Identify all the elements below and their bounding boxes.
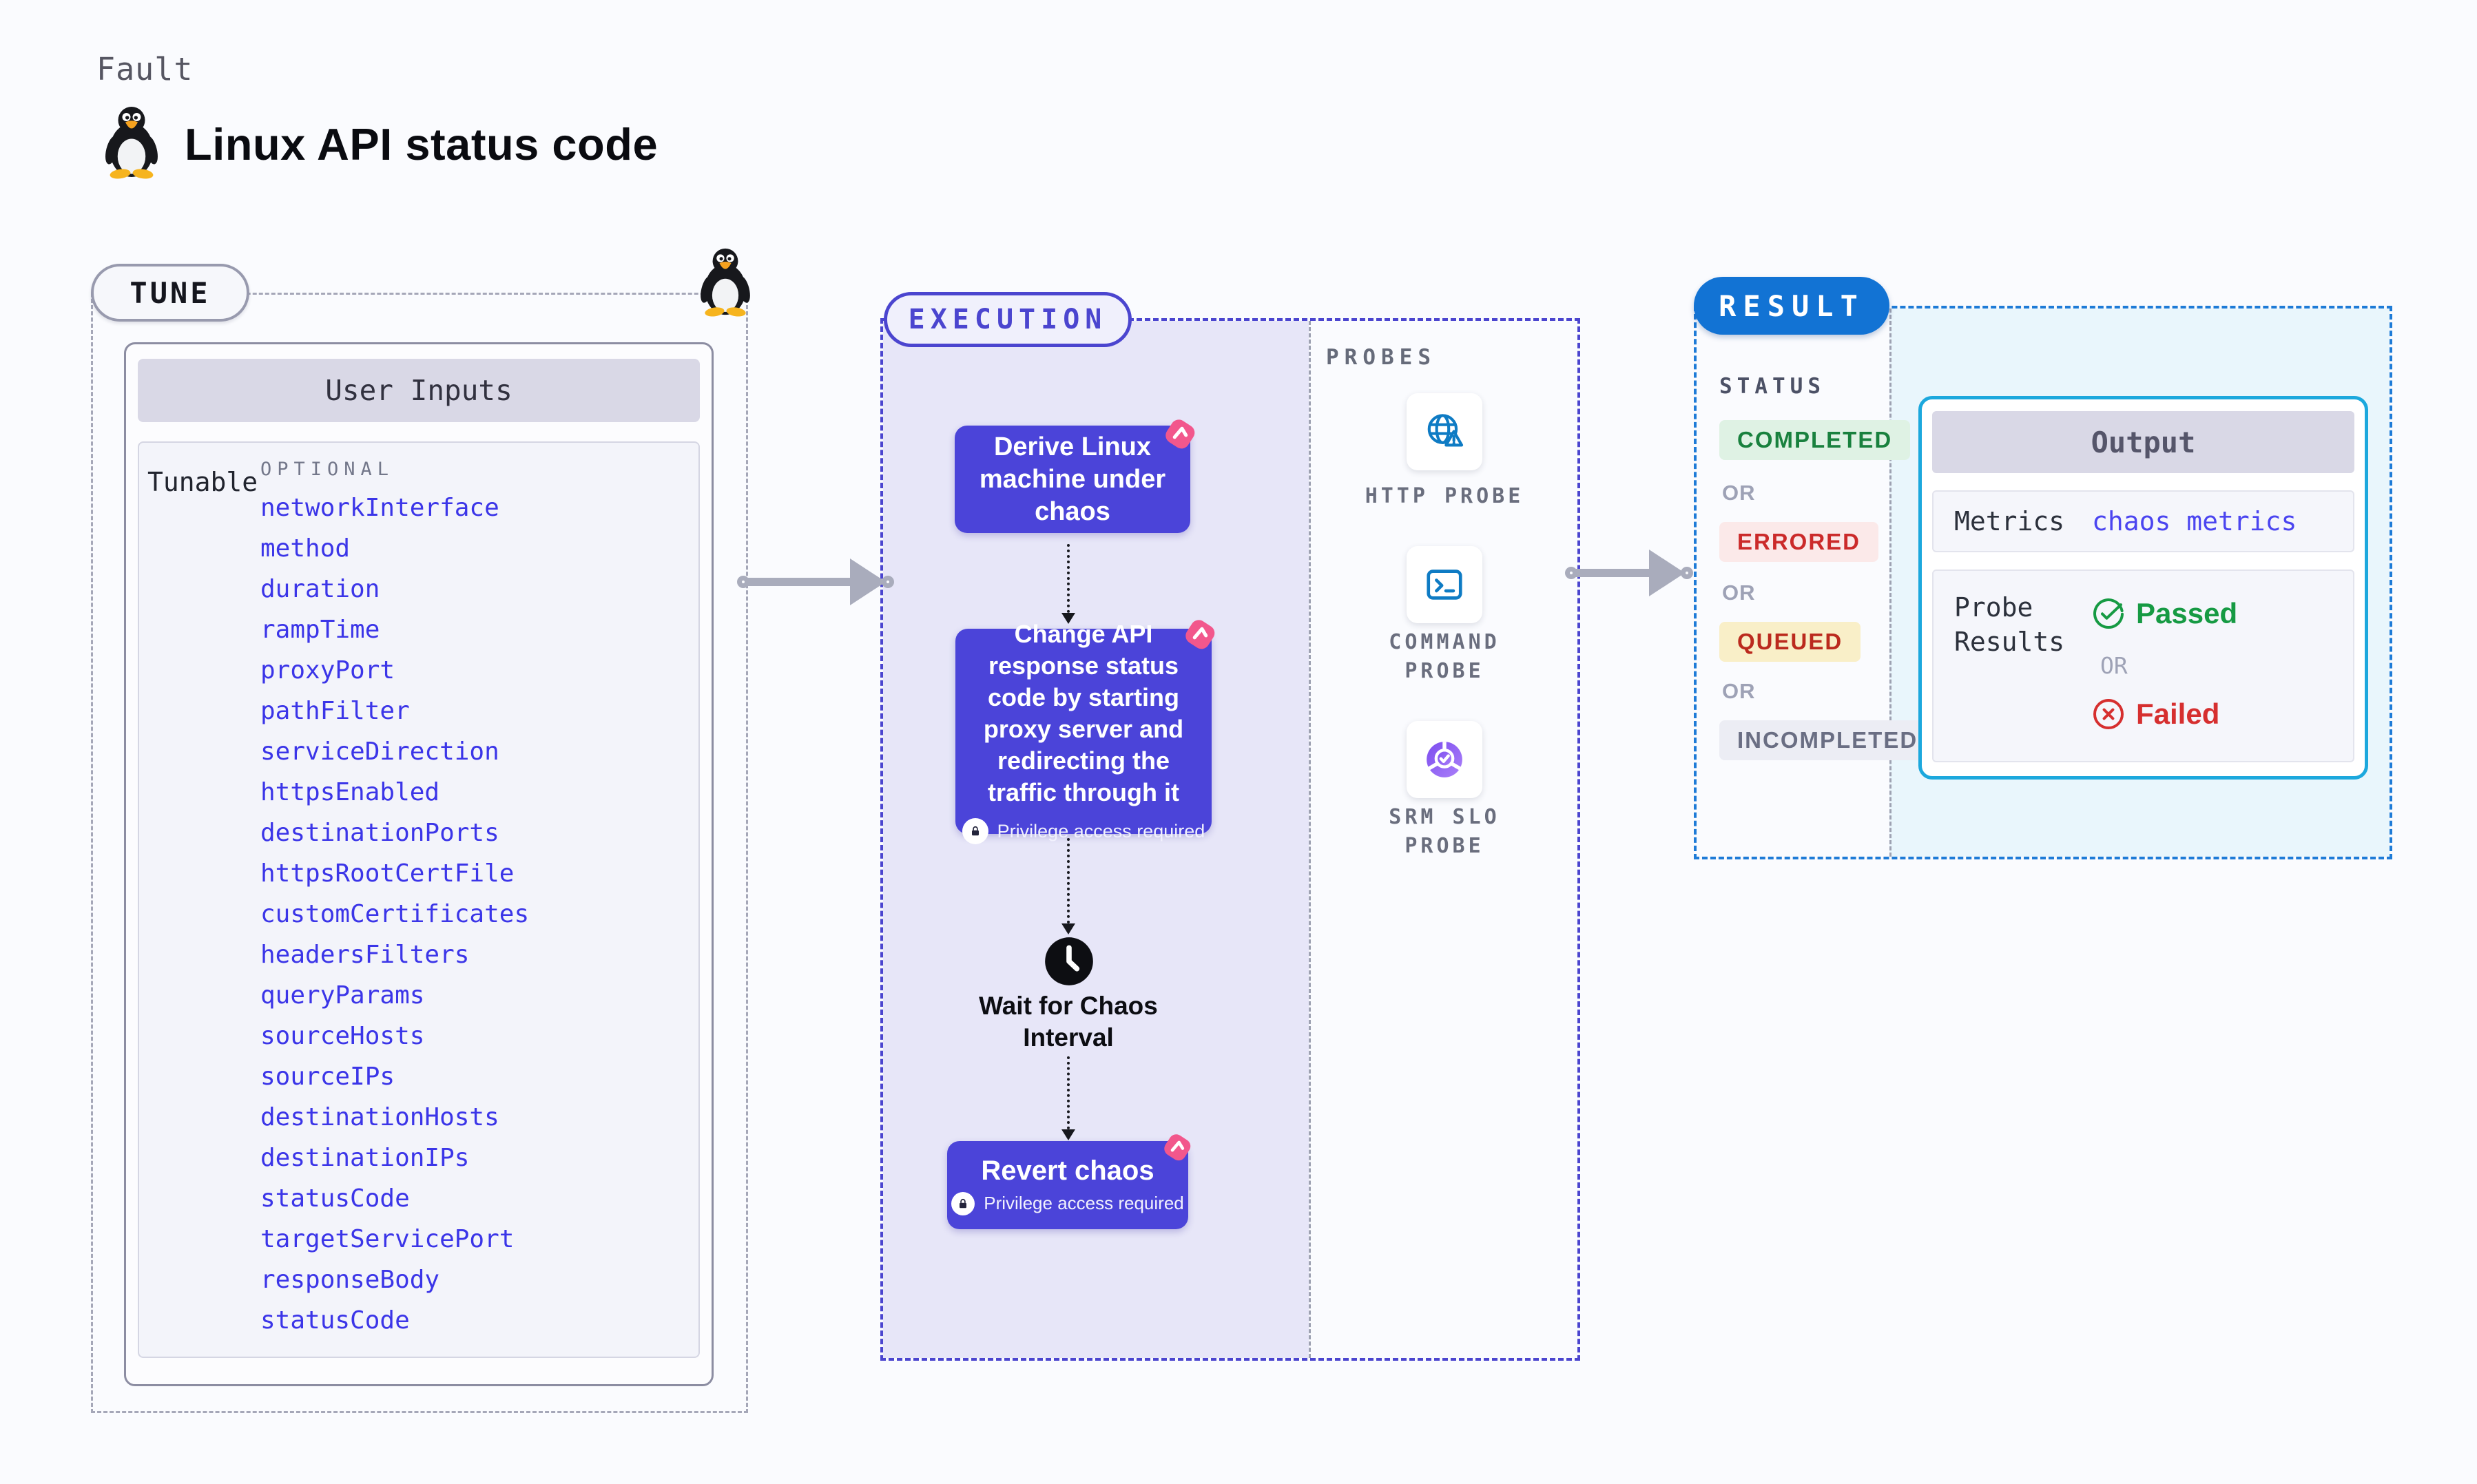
or-separator: OR [1722, 481, 1756, 505]
tunable-label: Tunable [147, 467, 258, 497]
connector-ring [1565, 567, 1577, 579]
probes-heading: PROBES [1326, 345, 1436, 370]
tux-penguin-icon [696, 247, 755, 317]
metrics-label: Metrics [1954, 506, 2065, 536]
x-circle-icon [2093, 699, 2124, 729]
connector-ring [882, 576, 894, 588]
execution-to-result-arrow [1565, 550, 1693, 596]
arrowhead-icon [1649, 550, 1685, 596]
tune-badge: TUNE [91, 264, 249, 322]
tunable-item: destinationHosts [260, 1103, 499, 1131]
probe-results-box: Probe Results Passed OR Failed [1932, 569, 2354, 762]
optional-label: OPTIONAL [260, 459, 395, 480]
tunable-item: httpsRootCertFile [260, 859, 515, 888]
status-badge-incompleted: INCOMPLETED [1719, 720, 1936, 760]
lock-icon [951, 1191, 975, 1215]
tune-to-execution-arrow [737, 558, 894, 605]
http-probe-card [1407, 393, 1482, 470]
step-label: Derive Linux machine under chaos [979, 432, 1166, 526]
tunable-item: serviceDirection [260, 738, 499, 766]
wait-for-chaos-label: Wait for Chaos Interval [979, 992, 1158, 1052]
tunable-item: sourceIPs [260, 1063, 395, 1091]
tunable-item: queryParams [260, 981, 425, 1010]
status-badge-completed: COMPLETED [1719, 420, 1911, 460]
arrowhead-icon [850, 558, 886, 605]
tunable-item: rampTime [260, 616, 380, 644]
flow-dotted-line [1067, 838, 1070, 923]
passed-label: Passed [2136, 597, 2238, 629]
slo-donut-check-icon [1427, 742, 1462, 777]
tux-penguin-icon [101, 105, 163, 179]
tunable-item: sourceHosts [260, 1022, 425, 1050]
privilege-label: Privilege access required [997, 820, 1205, 842]
privilege-row: Privilege access required [962, 818, 1205, 844]
lock-icon [962, 818, 988, 844]
step-label: Change API response status code by start… [983, 620, 1184, 806]
status-badge-queued: QUEUED [1719, 622, 1861, 662]
connector-ring [1681, 567, 1693, 579]
flow-arrowhead-icon [1061, 1129, 1075, 1140]
tunable-item: destinationIPs [260, 1144, 470, 1172]
failed-label: Failed [2136, 698, 2220, 730]
execution-badge: EXECUTION [884, 292, 1132, 347]
probe-passed-row: Passed [2092, 597, 2237, 630]
chaos-flag-icon [1159, 412, 1201, 454]
step-label: Revert chaos [981, 1155, 1154, 1186]
tunable-item: statusCode [260, 1184, 410, 1213]
tunable-item: statusCode [260, 1306, 410, 1335]
connector-bar [746, 578, 853, 586]
tunable-item: proxyPort [260, 656, 395, 684]
step-revert-chaos: Revert chaos Privilege access required [947, 1134, 1191, 1229]
or-separator: OR [1722, 581, 1756, 605]
tunable-item: targetServicePort [260, 1225, 515, 1253]
result-badge: RESULT [1694, 277, 1889, 335]
fault-kicker: Fault [96, 51, 194, 87]
tunable-item: headersFilters [260, 941, 470, 969]
clock-icon [1043, 935, 1095, 987]
flow-dotted-line [1067, 544, 1070, 613]
tunable-item: destinationPorts [260, 819, 499, 847]
flow-dotted-line [1067, 1056, 1070, 1129]
metrics-row: Metrics chaos metrics [1932, 490, 2354, 552]
http-probe-label: HTTP PROBE [1365, 484, 1524, 508]
tunables-list: networkInterface method duration rampTim… [260, 488, 687, 1341]
chaos-flag-icon [1179, 612, 1221, 655]
command-probe-label: COMMAND PROBE [1389, 630, 1500, 683]
privilege-row: Privilege access required [951, 1191, 1184, 1215]
tunable-item: method [260, 534, 351, 563]
connector-bar [1574, 569, 1652, 577]
probe-failed-row: Failed [2092, 698, 2219, 731]
flow-arrowhead-icon [1061, 923, 1075, 934]
terminal-icon [1427, 569, 1462, 600]
tunable-item: pathFilter [260, 697, 410, 725]
or-separator: OR [2100, 652, 2128, 679]
tunable-item: httpsEnabled [260, 778, 440, 806]
privilege-label: Privilege access required [984, 1193, 1184, 1213]
flow-arrowhead-icon [1061, 613, 1075, 624]
srm-slo-probe-label: SRM SLO PROBE [1389, 805, 1500, 858]
tunables-panel [138, 441, 700, 1358]
step-derive-machine: Derive Linux machine under chaos [955, 419, 1195, 533]
tunable-item: networkInterface [260, 494, 499, 522]
tunable-item: responseBody [260, 1266, 440, 1294]
globe-warning-icon [1427, 414, 1464, 447]
metrics-value-link: chaos metrics [2092, 506, 2297, 536]
status-badge-errored: ERRORED [1719, 522, 1879, 562]
tune-section [91, 293, 748, 1413]
chaos-flag-icon [1158, 1127, 1196, 1166]
page-title: Linux API status code [185, 119, 659, 169]
check-circle-icon [2093, 598, 2124, 629]
tunable-item: duration [260, 575, 380, 603]
command-probe-card [1407, 546, 1482, 623]
srm-slo-probe-card [1407, 721, 1482, 798]
output-header: Output [1932, 411, 2354, 473]
status-heading: STATUS [1719, 374, 1825, 399]
tunable-item: customCertificates [260, 900, 530, 928]
connector-ring [737, 576, 749, 588]
execution-probes-divider [1309, 321, 1311, 1358]
user-inputs-header: User Inputs [138, 359, 700, 422]
or-separator: OR [1722, 679, 1756, 703]
step-inject-chaos: Change API response status code by start… [955, 620, 1215, 844]
probe-results-label: Probe Results [1954, 592, 2065, 657]
